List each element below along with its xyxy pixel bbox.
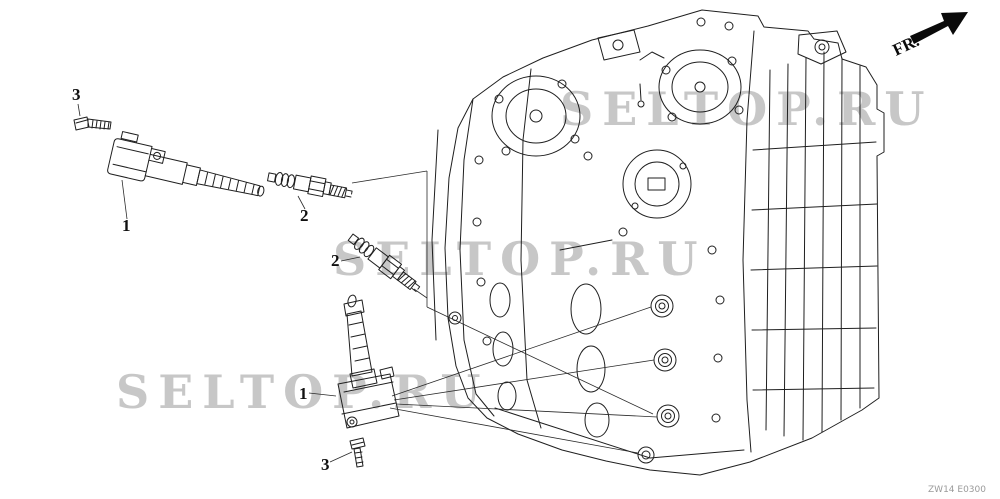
spark-plug-part-drawing-top: [267, 172, 353, 199]
spark-plug-hole-2: [653, 348, 677, 372]
callout-spark-plug-middle: 2: [331, 251, 340, 270]
spark-plug-part-drawing-middle: [347, 233, 421, 293]
fr-direction-arrow-icon: [910, 12, 968, 44]
leader-lines: [77, 103, 658, 463]
engine-block-drawing: [431, 9, 885, 476]
callout-ignition-coil-top: 1: [122, 216, 131, 235]
callout-spark-plug-top: 2: [300, 206, 309, 225]
callout-ignition-coil-bottom: 1: [299, 384, 308, 403]
watermark-text-top: SELTOP.RU: [560, 82, 934, 136]
spark-plug-hole-1: [650, 294, 674, 318]
ignition-coil-part-drawing-top: [107, 131, 265, 197]
bolt-part-drawing-bottom: [349, 437, 366, 468]
watermark-text-bottom: SELTOP.RU: [116, 365, 490, 419]
callout-bolt-top: 3: [72, 85, 81, 104]
fr-direction-indicator: FR.: [890, 12, 968, 60]
callout-labels: 3 1 2 2 1 3: [72, 85, 340, 474]
diagram-code: ZW14 E0300: [928, 485, 986, 495]
ignition-coil-part-drawing-bottom: [337, 294, 400, 429]
callout-bolt-bottom: 3: [321, 455, 330, 474]
spark-plug-hole-3: [656, 404, 680, 428]
bolt-part-drawing-top: [73, 116, 112, 131]
watermark-layer: SELTOP.RU SELTOP.RU SELTOP.RU: [116, 82, 934, 419]
